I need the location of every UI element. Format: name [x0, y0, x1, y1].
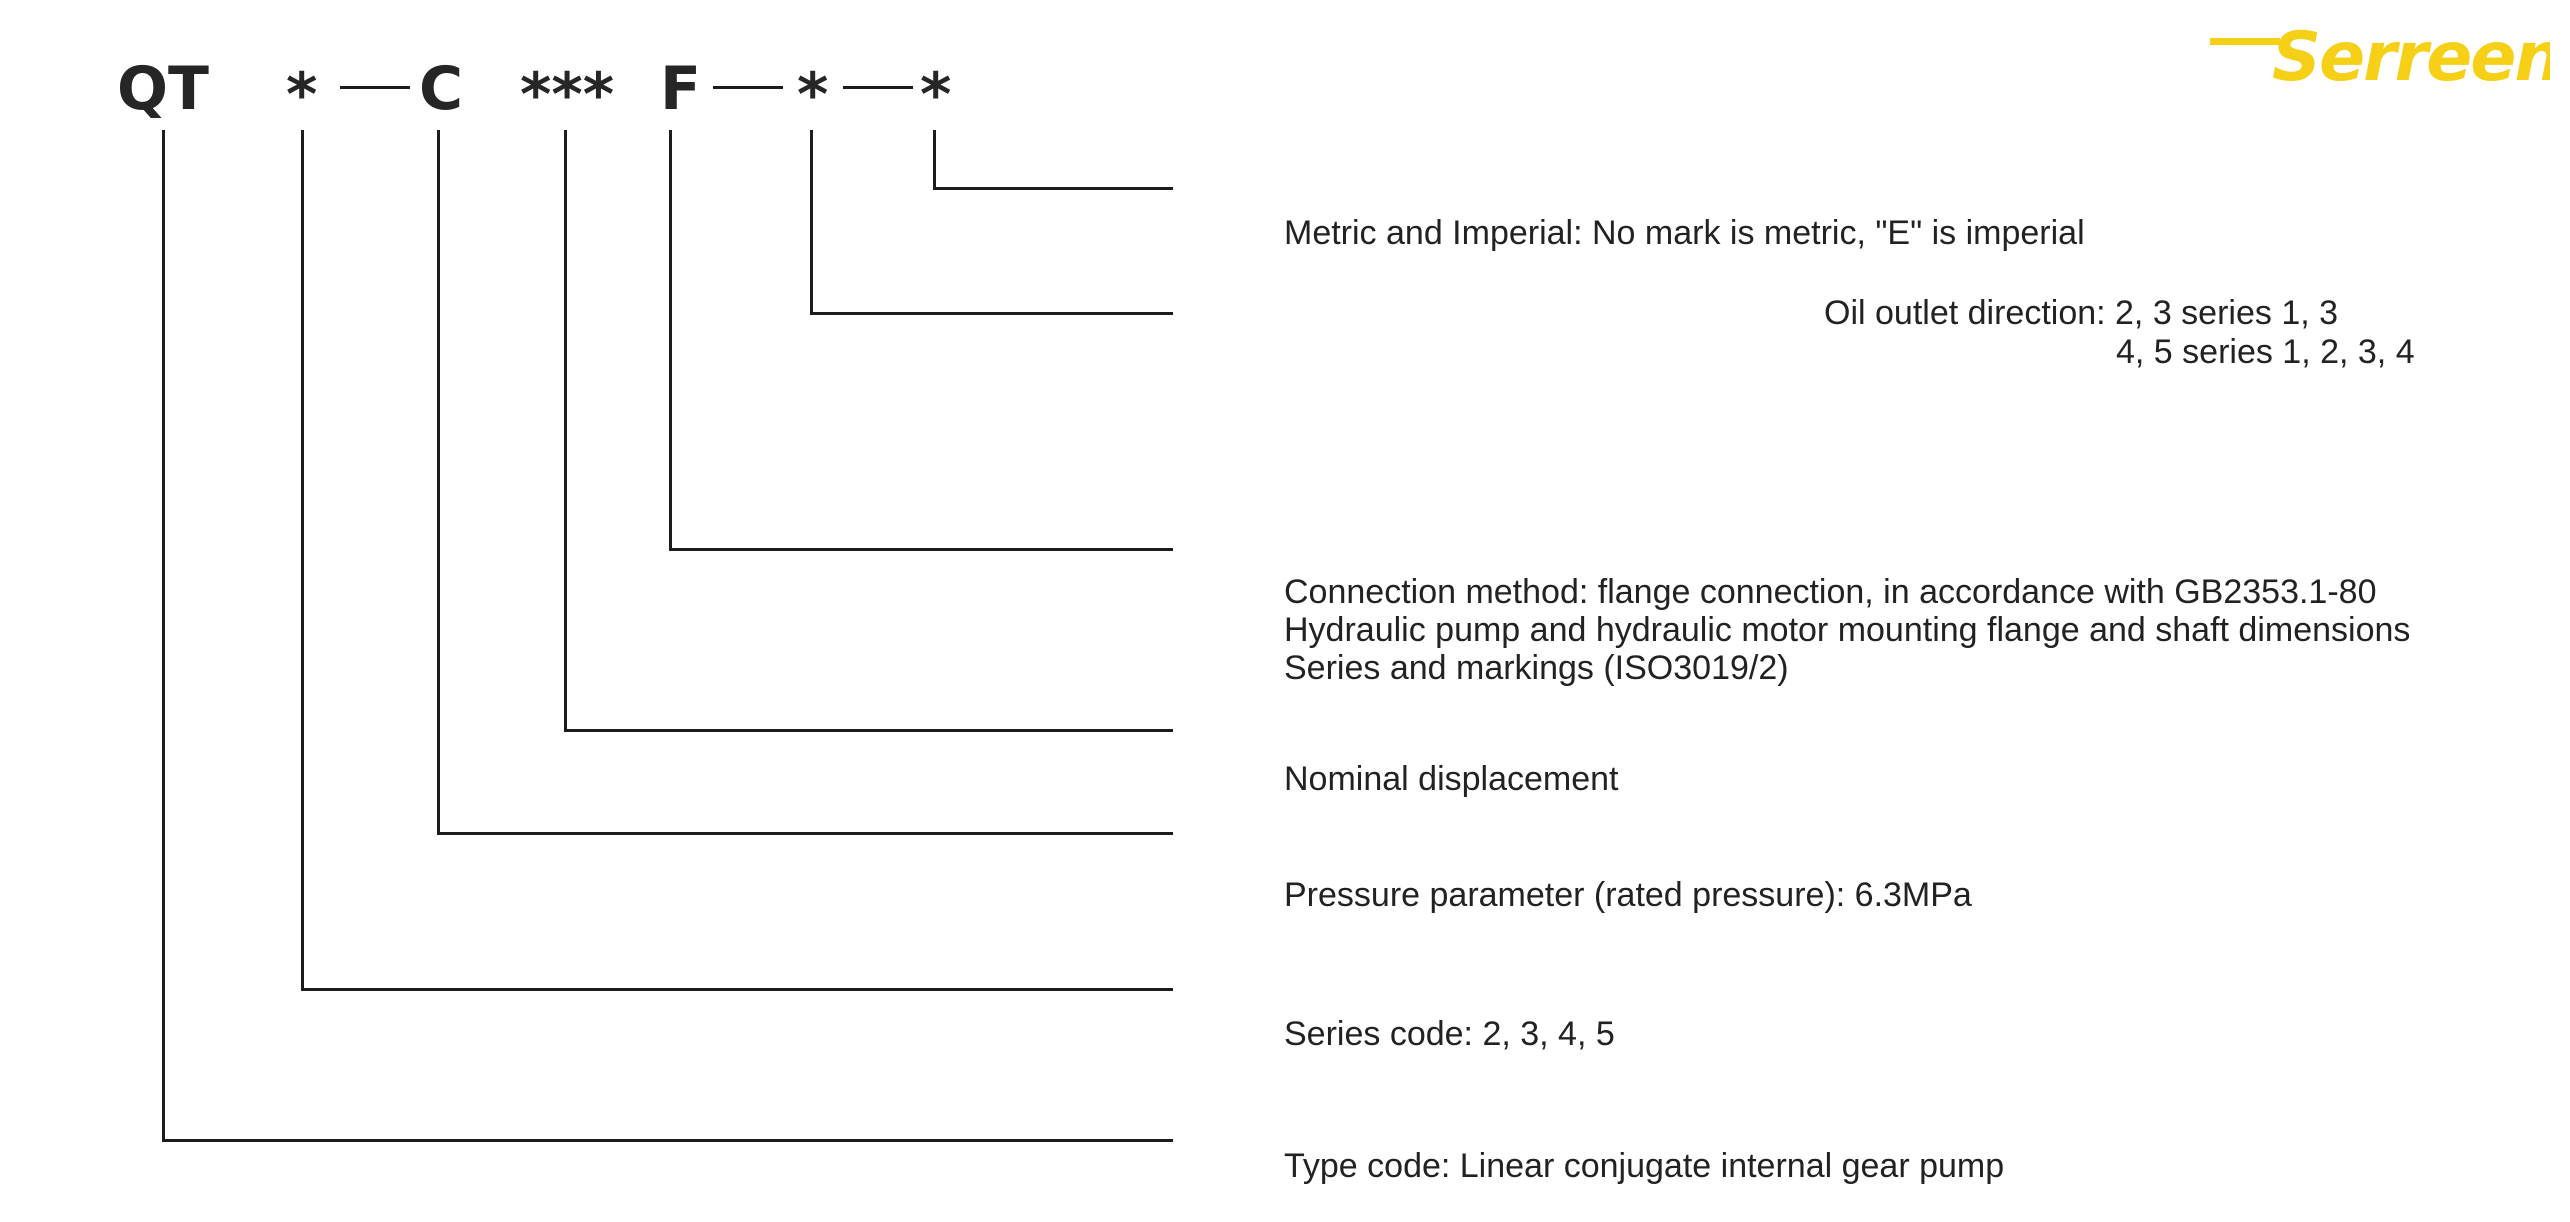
- code-f: F: [660, 54, 701, 124]
- desc-nominal-displacement: Nominal displacement: [1284, 760, 1619, 798]
- code-displacement-stars: ***: [520, 60, 615, 130]
- code-c: C: [419, 54, 464, 124]
- dash-star-star: [843, 86, 913, 89]
- serreen-logo: Serreen: [2210, 18, 2550, 88]
- desc-type-code: Type code: Linear conjugate internal gea…: [1284, 1147, 2005, 1185]
- dash-f-star: [713, 86, 783, 89]
- leader-c-horizontal: [437, 832, 1173, 835]
- leader-outlet-horizontal: [810, 312, 1173, 315]
- desc-metric-imperial: Metric and Imperial: No mark is metric, …: [1284, 214, 2085, 252]
- leader-series-horizontal: [301, 988, 1173, 991]
- svg-text:Serreen: Serreen: [2272, 18, 2550, 88]
- leader-displacement-horizontal: [564, 729, 1173, 732]
- leader-c-vertical: [437, 130, 440, 835]
- leader-qt-horizontal: [162, 1139, 1173, 1142]
- leader-unit-vertical: [933, 130, 936, 190]
- leader-outlet-vertical: [810, 130, 813, 315]
- desc-pressure-parameter: Pressure parameter (rated pressure): 6.3…: [1284, 876, 1972, 914]
- leader-displacement-vertical: [564, 130, 567, 732]
- code-qt: QT: [117, 54, 209, 124]
- code-series-star: *: [286, 60, 318, 130]
- code-unit-star: *: [920, 60, 952, 130]
- dash-star-c: [340, 86, 410, 89]
- leader-qt-vertical: [162, 130, 165, 1142]
- leader-f-vertical: [669, 130, 672, 551]
- desc-connection-line1: Connection method: flange connection, in…: [1284, 573, 2377, 611]
- desc-connection-line2: Hydraulic pump and hydraulic motor mount…: [1284, 611, 2411, 649]
- leader-unit-horizontal: [933, 187, 1173, 190]
- desc-connection-line3: Series and markings (ISO3019/2): [1284, 649, 1789, 687]
- desc-oil-outlet-line2: 4, 5 series 1, 2, 3, 4: [2116, 333, 2415, 371]
- leader-f-horizontal: [669, 548, 1173, 551]
- desc-oil-outlet-line1: Oil outlet direction: 2, 3 series 1, 3: [1824, 294, 2339, 332]
- desc-series-code: Series code: 2, 3, 4, 5: [1284, 1015, 1615, 1053]
- code-outlet-star: *: [797, 60, 829, 130]
- leader-series-vertical: [301, 130, 304, 991]
